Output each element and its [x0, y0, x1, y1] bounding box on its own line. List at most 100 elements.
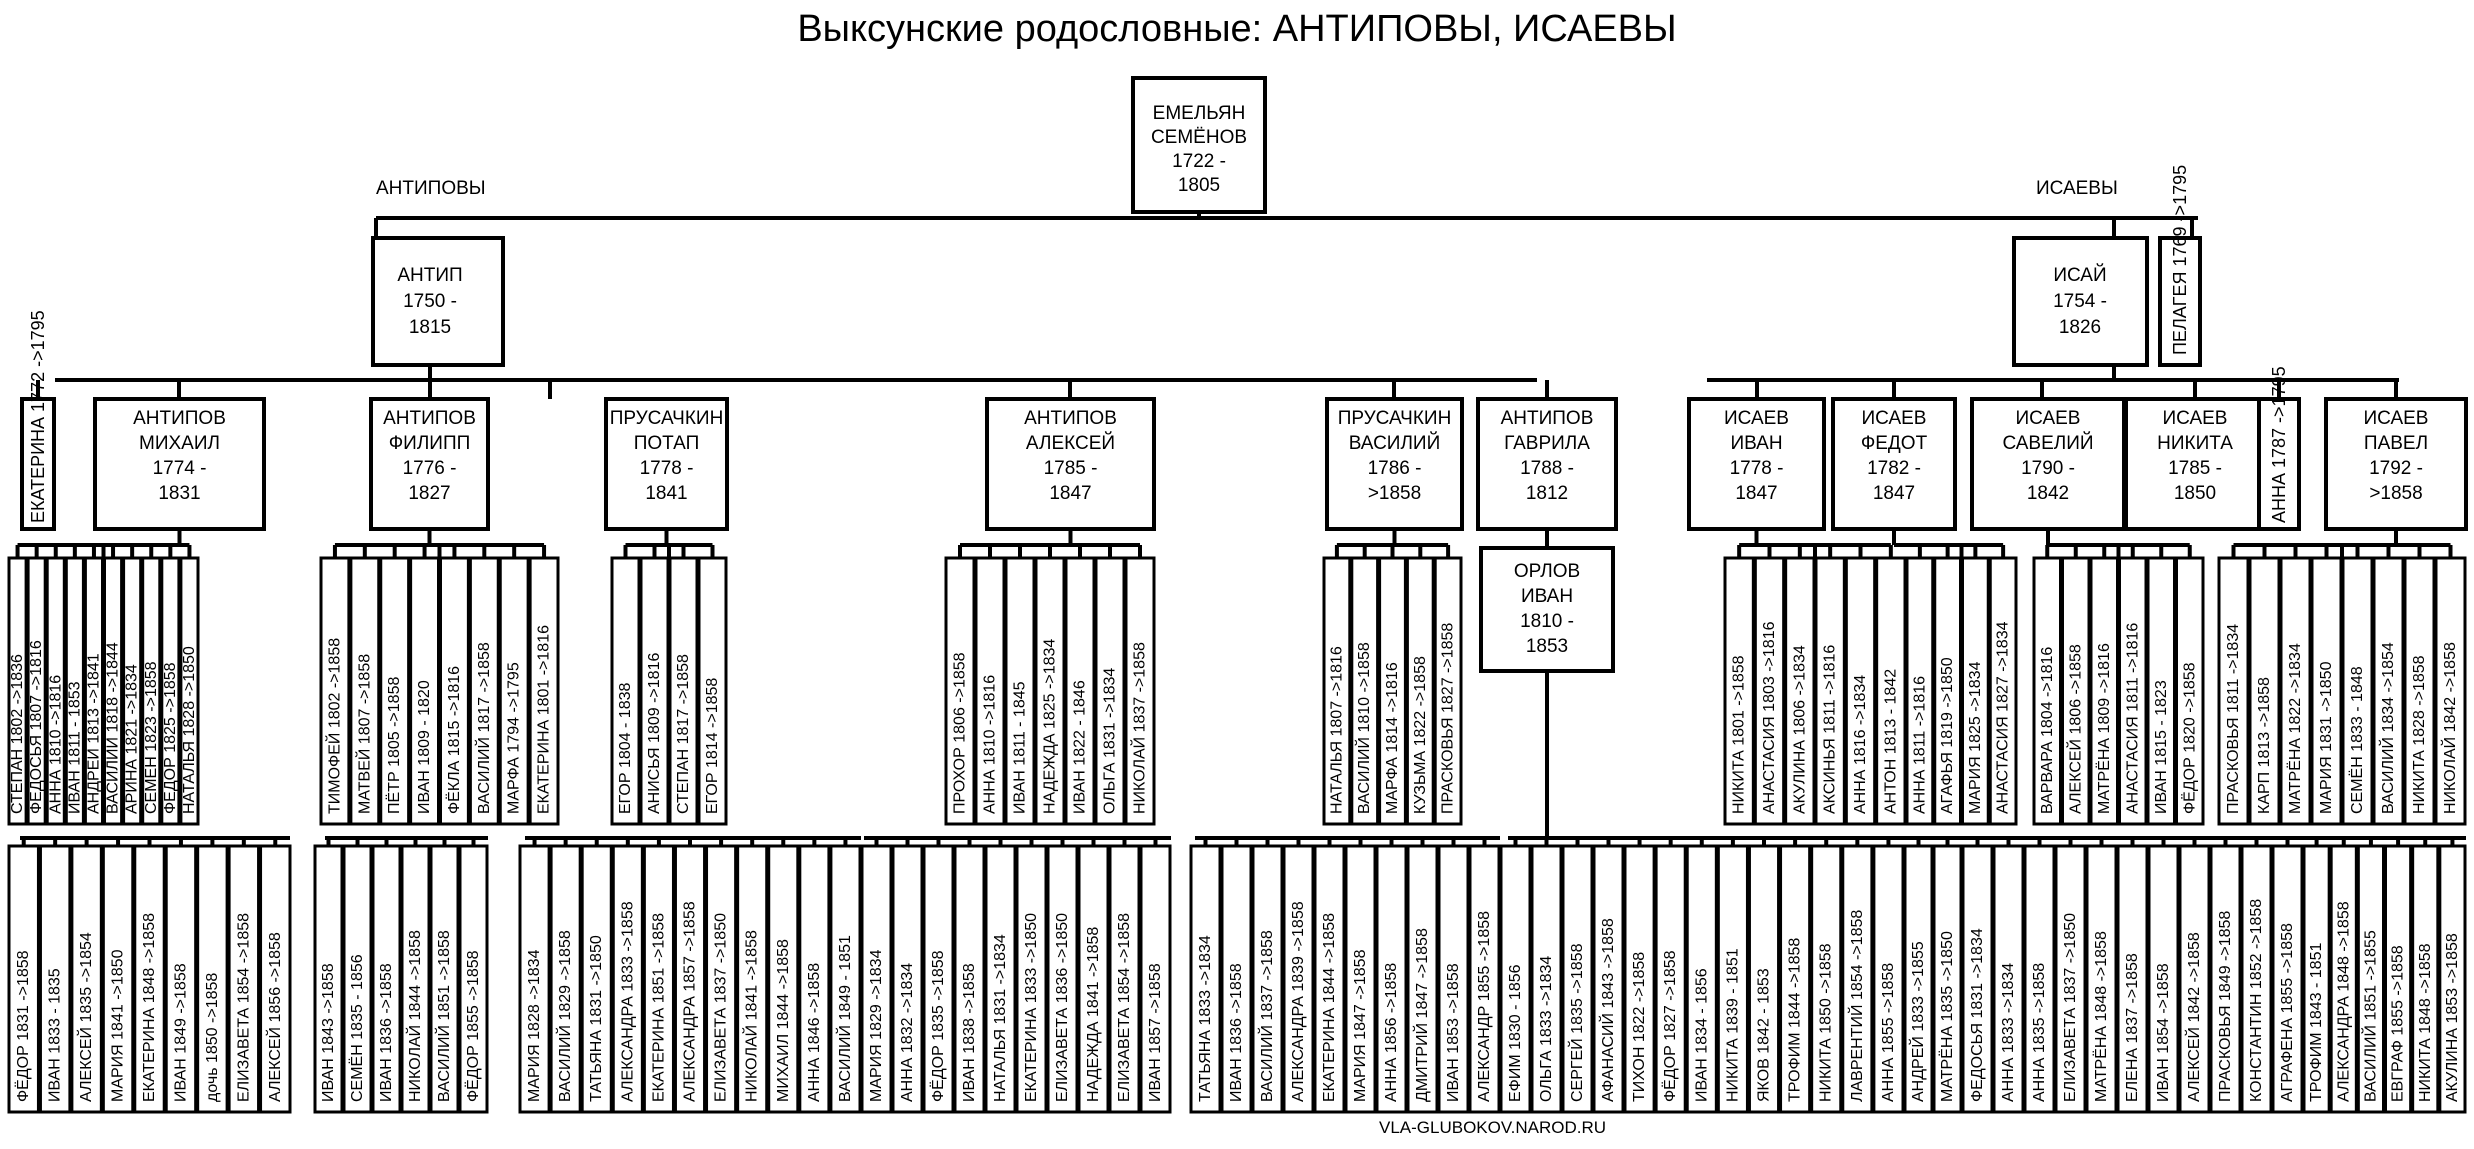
person-label: НАТАЛЬЯ 1831 ->1834	[992, 934, 1009, 1102]
person-text: САВЕЛИЙ	[2002, 432, 2093, 454]
person-label: АГРАФЕНА 1855 ->1858	[2279, 923, 2296, 1102]
person-box	[319, 556, 351, 826]
person-label: ФЕДОСЬЯ 1831 ->1834	[1969, 928, 1986, 1102]
person-text: 1815	[409, 317, 451, 338]
person-box	[2085, 844, 2118, 1114]
person-label: МАРФА 1794 ->1795	[506, 662, 523, 814]
person-box	[1108, 844, 1141, 1114]
person-text: >1858	[2369, 483, 2422, 504]
person-box-level2	[1325, 397, 1464, 531]
person-box	[668, 556, 699, 826]
person-box	[429, 844, 460, 1114]
person-box	[891, 844, 924, 1114]
person-label: ИВАН 1833 - 1835	[47, 968, 64, 1102]
person-label: АНАСТАСИЯ 1803 ->1816	[1761, 621, 1778, 814]
person-label: ИВАН 1838 ->1858	[961, 963, 978, 1102]
person-text: 1853	[1526, 636, 1568, 657]
person-box	[1313, 844, 1346, 1114]
person-label: ВАСИЛИЙ 1810 ->1858	[1354, 642, 1373, 814]
person-text: 1847	[1873, 483, 1915, 504]
person-text: АНТИП	[397, 265, 462, 286]
person-label: НИКОЛАЙ 1841 ->1858	[742, 930, 761, 1102]
site-footer: VLA-GLUBOKOV.NAROD.RU	[1379, 1118, 1607, 1137]
person-box	[2032, 556, 2062, 826]
person-text: 1785 -	[2168, 458, 2222, 479]
person-label: АНАСТАСИЯ 1811 ->1816	[2124, 623, 2141, 814]
person-box	[458, 844, 489, 1114]
person-text: ПАВЕЛ	[2364, 433, 2428, 454]
person-box	[1468, 844, 1501, 1114]
person-label: ЕЛЕНА 1837 ->1858	[2124, 953, 2141, 1102]
person-box	[1654, 844, 1687, 1114]
person-box	[1251, 844, 1284, 1114]
person-box	[227, 844, 261, 1114]
person-text: ПОТАП	[634, 433, 700, 454]
person-text: 1782 -	[1867, 458, 1921, 479]
person-label: ИВАН 1849 ->1858	[172, 963, 189, 1102]
person-label: ОЛЬГА 1831 ->1834	[1102, 668, 1119, 814]
person-label: дочь 1850 ->1858	[204, 973, 221, 1102]
person-text: 1850	[2174, 483, 2216, 504]
person-label: НИКИТА 1848 ->1858	[2417, 943, 2434, 1102]
person-label: ФЁДОР 1820 ->1858	[2180, 662, 2198, 814]
person-box-level2	[2124, 397, 2266, 531]
person-box-pelageya	[2158, 236, 2202, 367]
person-box	[1932, 844, 1963, 1114]
person-box	[379, 556, 411, 826]
person-label: ИВАН 1854 ->1858	[2155, 963, 2172, 1102]
person-box	[1810, 844, 1843, 1114]
person-box	[974, 556, 1006, 826]
person-label: МАРФА 1814 ->1816	[1384, 662, 1401, 814]
person-label: ТРОФИМ 1844 ->1858	[1787, 938, 1804, 1102]
person-label: ЕКАТЕРИНА 1848 ->1858	[141, 913, 158, 1102]
person-label: ИВАН 1822 - 1846	[1072, 680, 1089, 814]
person-label: ВАСИЛИЙ 1851 ->1855	[2360, 930, 2379, 1102]
person-box	[1685, 844, 1718, 1114]
person-box	[1903, 844, 1934, 1114]
person-box	[860, 844, 893, 1114]
person-box	[610, 556, 641, 826]
person-text: 1827	[408, 483, 450, 504]
person-text: 1785 -	[1044, 458, 1098, 479]
person-box	[1961, 844, 1994, 1114]
person-label: АКУЛИНА 1853 ->1858	[2444, 933, 2461, 1102]
person-box	[141, 556, 162, 826]
person-box	[2054, 844, 2087, 1114]
person-label: ИВАН 1811 - 1845	[1012, 681, 1029, 814]
person-box	[1723, 556, 1755, 826]
person-box	[2089, 556, 2119, 826]
person-box	[528, 556, 560, 826]
person-label: АННА 1856 ->1858	[1383, 963, 1400, 1102]
person-label: АЛЕКСАНДРА 1839 ->1858	[1290, 901, 1307, 1102]
person-label: ПЕЛАГЕЯ 1769 ->1795	[2170, 165, 2190, 355]
person-label: ТАТЬЯНА 1831 ->1850	[588, 935, 605, 1102]
person-text: 1792 -	[2369, 458, 2423, 479]
person-box-antip	[371, 236, 505, 367]
person-box	[1933, 556, 1962, 826]
person-text: ЕМЕЛЬЯН	[1153, 103, 1246, 124]
person-label: ЕКАТЕРИНА 1833 ->1850	[1023, 913, 1040, 1102]
person-box	[1592, 844, 1625, 1114]
person-box	[1753, 556, 1786, 826]
person-text: 1750 -	[403, 291, 457, 312]
person-box-level2	[1687, 397, 1826, 531]
person-box	[342, 844, 373, 1114]
person-box	[1375, 844, 1408, 1114]
person-label: АННА 1835 ->1858	[2031, 963, 2048, 1102]
person-box	[2023, 844, 2056, 1114]
person-text: АНТИПОВ	[383, 408, 476, 429]
person-label: АННА 1832 ->1834	[899, 963, 916, 1102]
person-label: ИВАН 1857 ->1858	[1147, 963, 1164, 1102]
person-box	[1046, 844, 1079, 1114]
person-label: АКСИНЬЯ 1811 ->1816	[1822, 645, 1839, 814]
person-box	[7, 556, 28, 826]
person-text: 1812	[1526, 483, 1568, 504]
person-text: ИСАЕВ	[2163, 408, 2228, 429]
person-label: МАТРЁНА 1809 ->1816	[2095, 643, 2113, 814]
person-box	[1872, 844, 1905, 1114]
person-box-level2	[1831, 397, 1957, 531]
person-box-level2	[1970, 397, 2126, 531]
person-text: 1776 -	[403, 458, 457, 479]
person-label: НАТАЛЬЯ 1828 ->1850	[181, 646, 198, 814]
